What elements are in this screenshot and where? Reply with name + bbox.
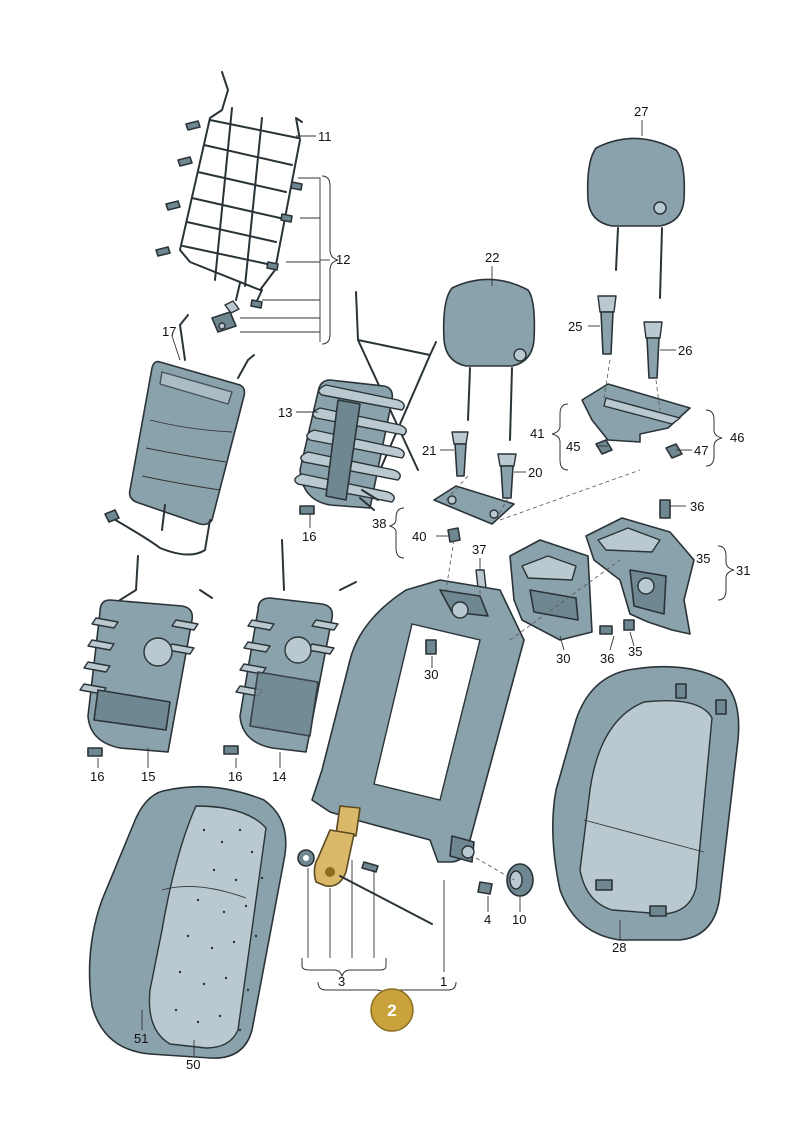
callout-35: 31 [736, 563, 750, 578]
callout-28: 28 [612, 940, 626, 955]
callout-30: 30 [556, 651, 570, 666]
callout-14: 14 [272, 769, 286, 784]
callout-12: 12 [336, 252, 350, 267]
part-27-headrest [586, 137, 686, 299]
callout-16-mid: 16 [228, 769, 242, 784]
callout-26: 26 [678, 343, 692, 358]
part-31-screw [425, 639, 437, 655]
part-36-nut [623, 619, 635, 631]
part-47-bracket [581, 383, 691, 459]
part-1-seat-frame [311, 579, 525, 863]
callout-45: 41 [530, 426, 544, 441]
callout-25: 25 [568, 319, 582, 334]
callout-36-bottom: 35 [628, 644, 642, 659]
callout-20: 20 [528, 465, 542, 480]
foam-stipple [174, 828, 264, 1032]
callout-15: 15 [141, 769, 155, 784]
callout-10: 10 [512, 912, 526, 927]
part-11-wire-mat [155, 71, 303, 333]
callout-labels: 11 12 17 13 22 27 21 20 25 26 41 45 47 4… [90, 104, 750, 1072]
callout-1: 1 [440, 974, 447, 989]
dashed-assembly-lines [445, 359, 661, 881]
part-40-plate [433, 485, 515, 589]
part-35-mechanism [585, 517, 695, 635]
callout-41: 40 [412, 529, 426, 544]
part-30-housing [509, 539, 593, 641]
callout-50: 50 [186, 1057, 200, 1072]
callout-22: 22 [485, 250, 499, 265]
part-13-lumbar-support [294, 291, 437, 511]
wire-mat-clips [211, 300, 240, 333]
callout-46: 45 [566, 439, 580, 454]
callout-47: 46 [730, 430, 744, 445]
part-3-actuator-highlighted [297, 805, 433, 925]
callout-27: 27 [634, 104, 648, 119]
part-28-back-shell [552, 665, 740, 941]
part-22-headrest [442, 278, 536, 441]
callout-16-left: 16 [90, 769, 104, 784]
callout-17: 17 [162, 324, 176, 339]
part-51-backrest-cover [88, 785, 287, 1059]
callout-3: 3 [338, 974, 345, 989]
part-17-heating-mat [104, 314, 255, 556]
part-14-backrest-panel [235, 539, 357, 753]
callout-21: 21 [422, 443, 436, 458]
callout-13: 13 [278, 405, 292, 420]
part-16-screws [87, 505, 315, 757]
leader-lines [97, 120, 692, 1056]
brace-marks [301, 175, 735, 998]
badge-number: 2 [387, 1001, 396, 1020]
callout-51: 51 [134, 1031, 148, 1046]
callout-16-top: 16 [302, 529, 316, 544]
callout-38: 37 [472, 542, 486, 557]
callout-37-bottom: 36 [600, 651, 614, 666]
callout-31: 30 [424, 667, 438, 682]
part-21-guide [451, 431, 469, 477]
part-20-guide [497, 453, 517, 499]
callout-37-top: 36 [690, 499, 704, 514]
callout-36-right: 35 [696, 551, 710, 566]
item-badge: 2 [370, 988, 414, 1032]
part-15-backrest-panel [79, 555, 213, 753]
part-26-guide [643, 321, 663, 379]
callout-48: 47 [694, 443, 708, 458]
callout-4: 4 [484, 912, 491, 927]
wire-mat-hooks [155, 120, 303, 309]
part-37-screws [599, 499, 671, 635]
part-25-guide [597, 295, 617, 355]
part-4-bolt [477, 881, 493, 895]
part-10-knob [506, 863, 534, 897]
callout-11: 11 [318, 129, 332, 144]
callout-40: 38 [372, 516, 386, 531]
